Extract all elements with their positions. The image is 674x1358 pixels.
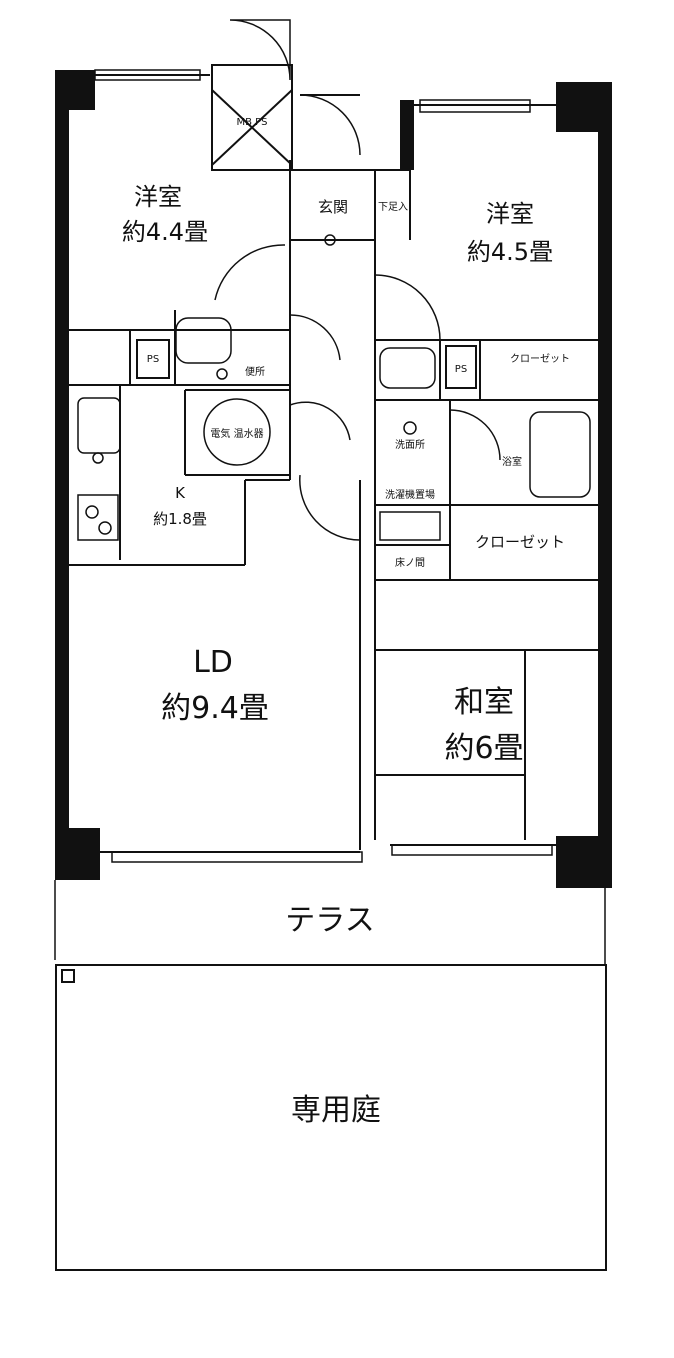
terrace-outline xyxy=(54,880,606,965)
door-swings xyxy=(214,19,501,541)
washroom-label: 洗面所 xyxy=(395,439,425,451)
exterior-walls xyxy=(55,70,612,888)
entrance-label: 玄関 xyxy=(318,198,348,216)
washer-space-label: 洗濯機置場 xyxy=(385,488,435,501)
closet-mid-label: クローゼット xyxy=(475,533,565,551)
mb-ps-shaft xyxy=(211,64,293,171)
western-room-nw-name: 洋室 xyxy=(134,183,182,211)
bath-label: 浴室 xyxy=(502,455,522,468)
japanese-room-size: 約6畳 xyxy=(444,731,523,766)
water-heater-label: 電気 温水器 xyxy=(210,427,263,440)
garden-outline xyxy=(55,964,607,1271)
toilet-label: 便所 xyxy=(245,365,265,378)
closet-top-label: クローゼット xyxy=(510,353,570,365)
ps-boxes xyxy=(136,339,477,389)
terrace-label: テラス xyxy=(285,903,374,938)
kitchen-name: K xyxy=(175,484,186,502)
ld-size: 約9.4畳 xyxy=(161,691,269,726)
western-room-ne-name: 洋室 xyxy=(486,200,534,228)
western-room-nw-size: 約4.4畳 xyxy=(122,218,208,246)
private-garden-label: 専用庭 xyxy=(291,1093,381,1128)
storage-label: 床ノ間 xyxy=(395,556,425,569)
japanese-room-name: 和室 xyxy=(454,685,514,720)
ps-right-label: PS xyxy=(455,364,467,375)
ps-left-label: PS xyxy=(147,354,159,365)
ld-name: LD xyxy=(193,645,233,680)
mb-ps-label: MB PS xyxy=(236,117,267,128)
fixtures xyxy=(77,234,591,541)
kitchen-size: 約1.8畳 xyxy=(153,510,207,528)
windows xyxy=(94,69,553,863)
western-room-ne-size: 約4.5畳 xyxy=(467,238,553,266)
shoe-box-label: 下足入 xyxy=(378,201,408,213)
